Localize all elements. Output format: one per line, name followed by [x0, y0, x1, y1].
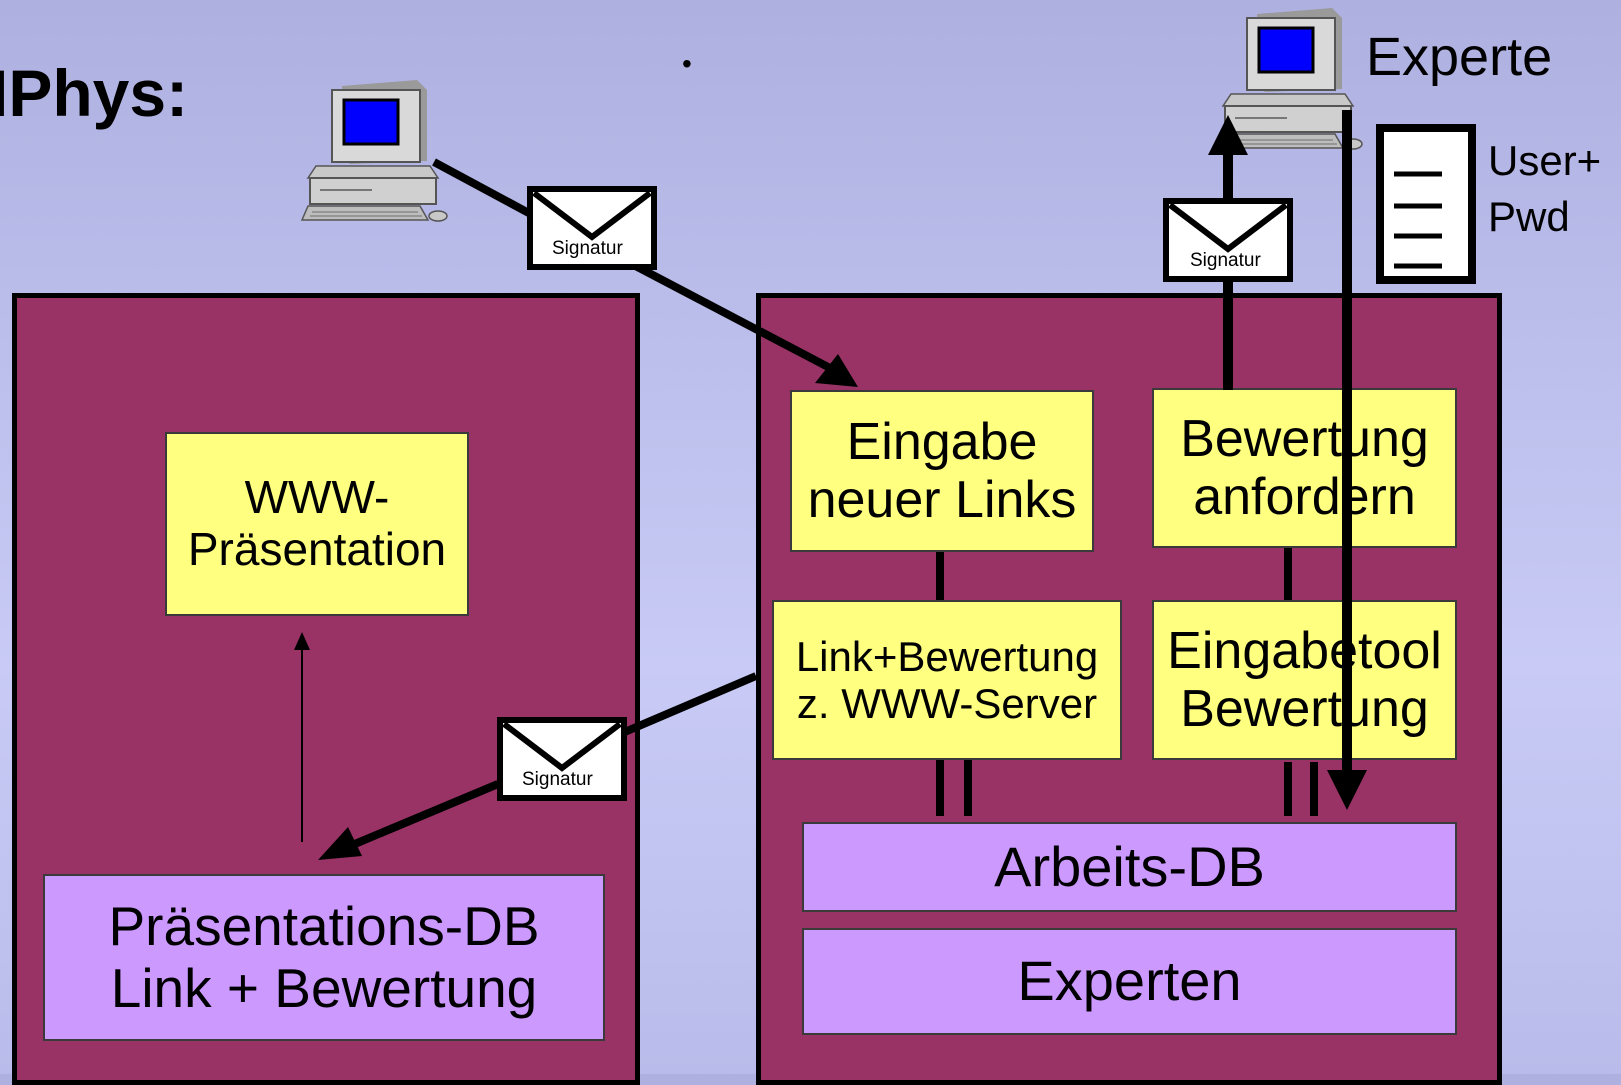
credentials-line1: User+	[1488, 137, 1602, 184]
client-computer-icon	[300, 78, 449, 223]
www-presentation-box: WWW- Präsentation	[165, 432, 469, 616]
arbeits-db-label: Arbeits-DB	[994, 834, 1265, 898]
page-title: IPhys:	[0, 56, 189, 130]
link-bewertung-server-box: Link+Bewertung z. WWW-Server	[772, 600, 1122, 760]
presentation-db-line2: Link + Bewertung	[110, 956, 538, 1019]
eingabe-line1: Eingabe	[846, 412, 1038, 471]
signature-label-2: Signatur	[1190, 250, 1261, 271]
www-presentation-line1: WWW-	[244, 471, 390, 524]
presentation-db-box: Präsentations-DB Link + Bewertung	[43, 874, 605, 1041]
signature-label-1: Signatur	[552, 238, 623, 259]
eingabe-line2: neuer Links	[807, 471, 1077, 529]
presentation-db-line1: Präsentations-DB	[108, 894, 540, 957]
eingabetool-bewertung-box: Eingabetool Bewertung	[1152, 600, 1457, 760]
bewertung-anfordern-line1: Bewertung	[1180, 409, 1429, 468]
bewertung-anfordern-box: Bewertung anfordern	[1152, 388, 1457, 548]
eingabe-neuer-links-box: Eingabe neuer Links	[790, 390, 1094, 552]
experte-label: Experte	[1366, 27, 1553, 87]
arbeits-db-box: Arbeits-DB	[802, 822, 1457, 912]
experten-box: Experten	[802, 928, 1457, 1035]
eingabetool-line1: Eingabetool	[1167, 621, 1442, 680]
bullet: •	[682, 48, 692, 79]
credentials-document-icon	[1376, 124, 1476, 284]
bewertung-anfordern-line2: anfordern	[1193, 468, 1416, 526]
credentials-line2: Pwd	[1488, 193, 1570, 240]
eingabetool-line2: Bewertung	[1180, 680, 1429, 738]
link-server-line1: Link+Bewertung	[795, 632, 1099, 680]
signature-label-3: Signatur	[522, 769, 593, 790]
www-presentation-line2: Präsentation	[187, 523, 447, 575]
expert-computer-icon	[1215, 6, 1364, 151]
experten-label: Experten	[1017, 949, 1242, 1013]
link-server-line2: z. WWW-Server	[796, 680, 1098, 727]
